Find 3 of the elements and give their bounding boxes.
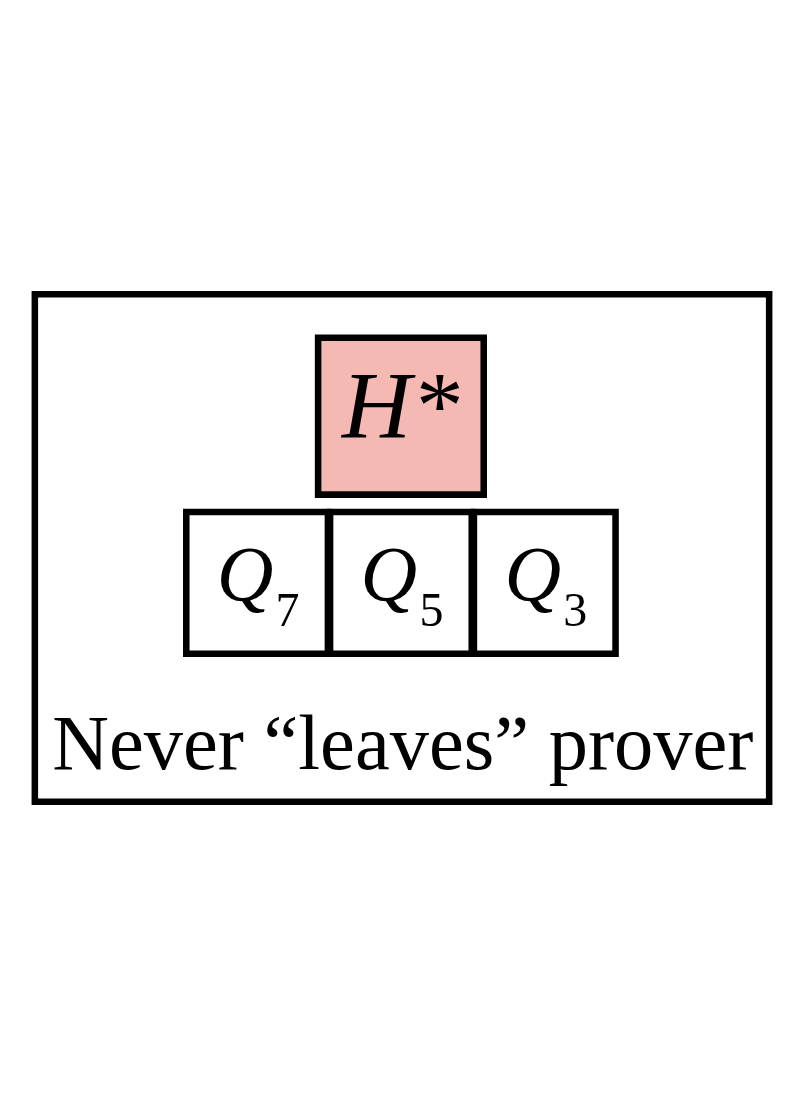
node-box: Q$_{3}$ bbox=[470, 508, 619, 657]
node-box: H* bbox=[314, 334, 487, 498]
node-box: Q$_{7}$ bbox=[183, 508, 332, 657]
